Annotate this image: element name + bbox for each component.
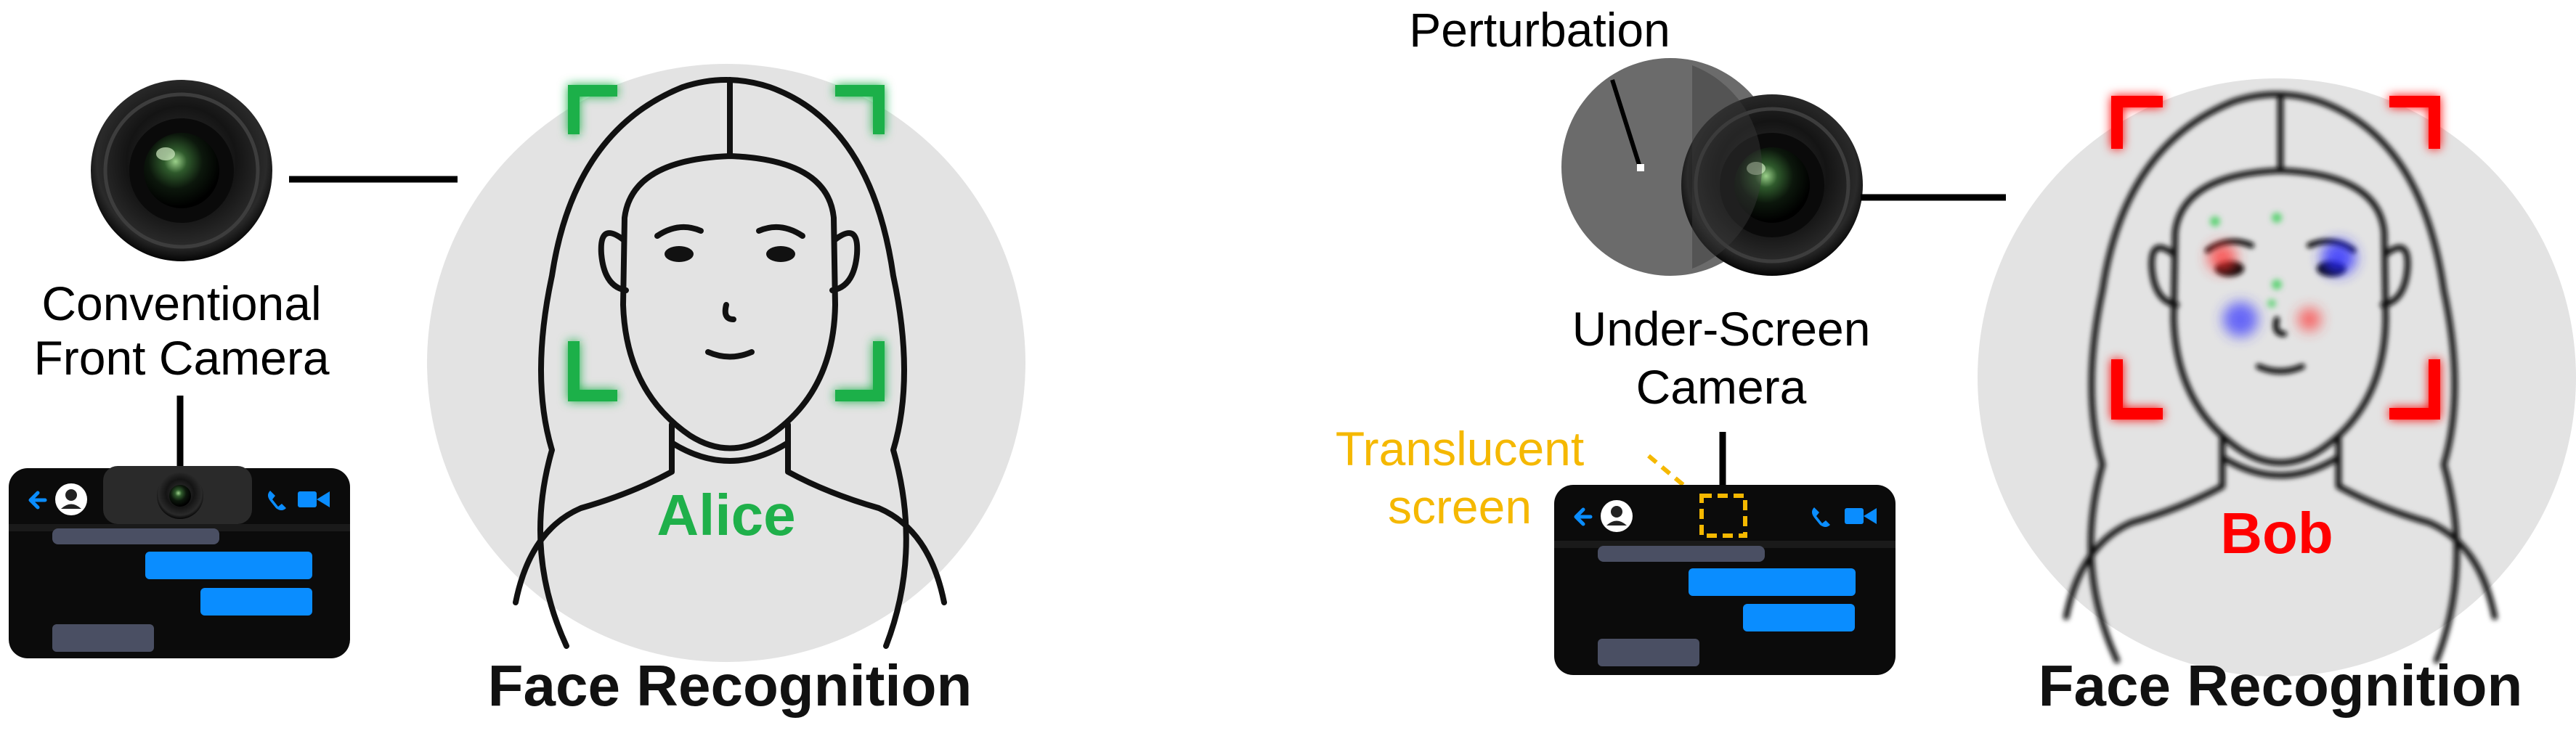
right-face-illustration (1978, 78, 2576, 676)
right-camera-lens-icon (1681, 94, 1863, 276)
right-message-bubble (1743, 604, 1855, 631)
left-message-bubble (145, 552, 312, 579)
right-recognized-name: Bob (2220, 501, 2333, 565)
left-recognized-name: Alice (657, 483, 796, 547)
perturbation-label: Perturbation (1409, 3, 1670, 57)
right-message-bubble (1598, 546, 1765, 562)
right-message-bubble (1689, 568, 1856, 596)
right-video-call-icon (1845, 508, 1877, 524)
left-phone-call-icon (268, 491, 286, 510)
adversarial-dots (2208, 213, 2356, 337)
right-back-arrow-icon (1574, 507, 1593, 526)
translucent-label-line1: Translucent (1335, 422, 1585, 475)
left-camera-lens-icon (91, 80, 272, 261)
right-message-bubble (1598, 639, 1699, 666)
left-video-call-icon (298, 491, 330, 507)
left-face-illustration (427, 64, 1025, 662)
right-avatar-icon (1601, 500, 1633, 532)
right-camera-label-line1: Under-Screen (1572, 302, 1871, 356)
left-message-bubble (200, 588, 312, 616)
left-phone (9, 466, 350, 658)
left-back-arrow-icon (28, 491, 47, 510)
right-phone-call-icon (1812, 507, 1830, 527)
left-phone-camera-lens-icon (157, 473, 203, 519)
left-avatar-icon (55, 483, 87, 515)
right-camera-label-line2: Camera (1636, 360, 1807, 414)
left-message-bubble (52, 624, 154, 652)
left-caption: Face Recognition (487, 653, 972, 718)
left-message-bubble (52, 528, 219, 544)
left-camera-label-line1: Conventional (41, 277, 322, 330)
translucent-label-line2: screen (1387, 480, 1532, 533)
translucent-screen-region (1699, 494, 1747, 538)
perturbation-pointer (1610, 79, 1642, 168)
left-camera-label-line2: Front Camera (33, 331, 330, 385)
right-phone (1554, 485, 1896, 675)
right-caption: Face Recognition (2038, 653, 2523, 718)
